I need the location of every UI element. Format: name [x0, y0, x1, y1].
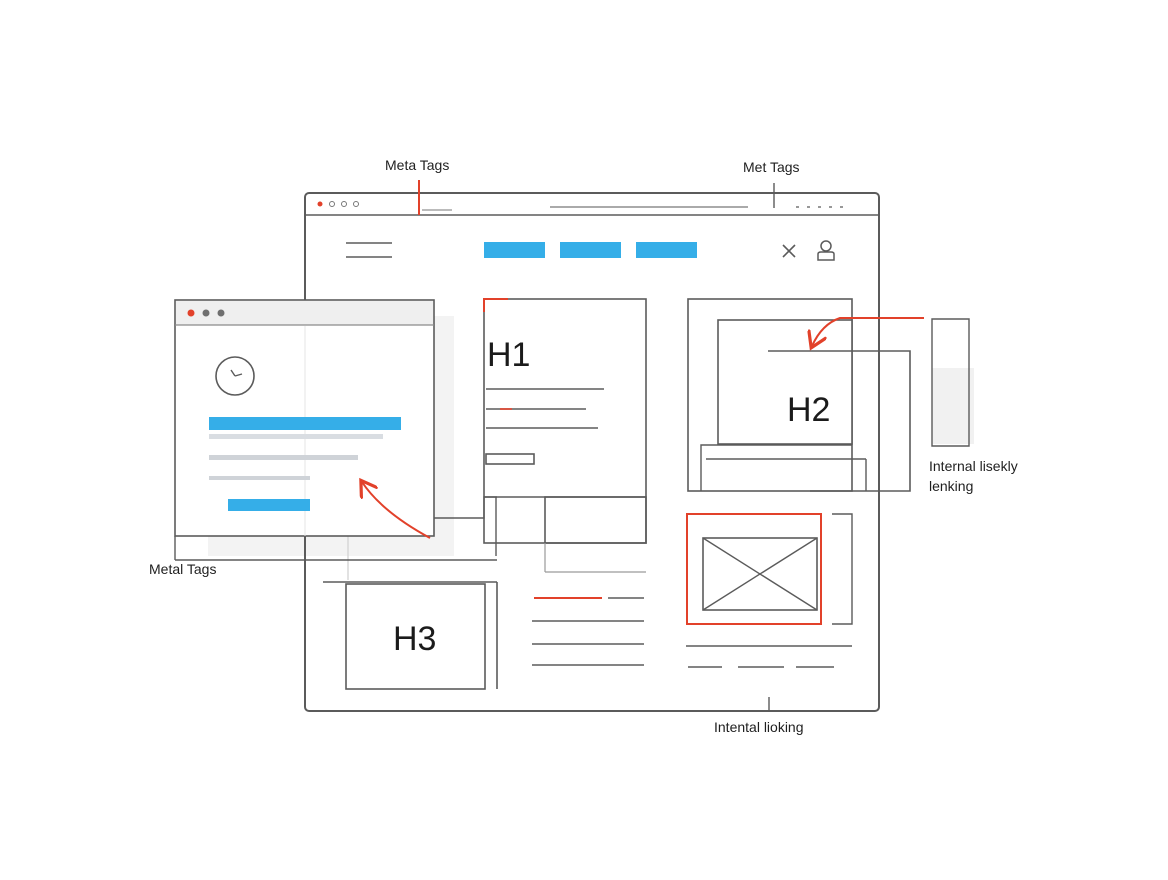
window-dot	[341, 201, 347, 207]
secondary-cta-button[interactable]	[228, 499, 310, 511]
clock-icon	[215, 356, 255, 396]
window-dot-red	[317, 201, 323, 207]
secondary-text-bar	[209, 434, 383, 439]
secondary-text-bar	[209, 455, 358, 460]
label-internal-linking-right-1: Internal lisekly	[929, 458, 1018, 474]
window-dot	[202, 309, 210, 317]
text-lines-right	[686, 645, 852, 668]
arrows	[362, 180, 924, 712]
window-dot	[217, 309, 225, 317]
close-icon[interactable]	[782, 244, 796, 258]
user-icon[interactable]	[817, 240, 835, 261]
window-dot	[353, 201, 359, 207]
nav-link-1[interactable]	[484, 242, 545, 258]
window-dot-red	[187, 309, 195, 317]
secondary-text-bar	[209, 476, 310, 480]
h1-card-lower-blocks	[484, 496, 647, 573]
secondary-title-bar	[209, 417, 401, 430]
image-placeholder-icon	[686, 513, 853, 625]
label-internal-linking-right-2: lenking	[929, 478, 974, 494]
menu-icon[interactable]	[346, 242, 392, 258]
heading-h2: H2	[787, 391, 831, 429]
label-meta-tags-top-right: Met Tags	[743, 159, 800, 175]
nav-link-3[interactable]	[636, 242, 697, 258]
window-dot	[329, 201, 335, 207]
heading-h1: H1	[487, 336, 531, 374]
label-meta-tags-top-left: Meta Tags	[385, 157, 450, 173]
text-lines-middle	[532, 597, 644, 666]
red-arrow-right	[812, 317, 924, 346]
nav-link-2[interactable]	[560, 242, 621, 258]
label-metal-tags-left: Metal Tags	[149, 561, 217, 577]
h2-card	[687, 298, 970, 492]
red-arrow-left	[362, 482, 431, 539]
label-internal-linking-bottom: Intental lioking	[714, 719, 804, 735]
heading-h3: H3	[393, 620, 437, 658]
